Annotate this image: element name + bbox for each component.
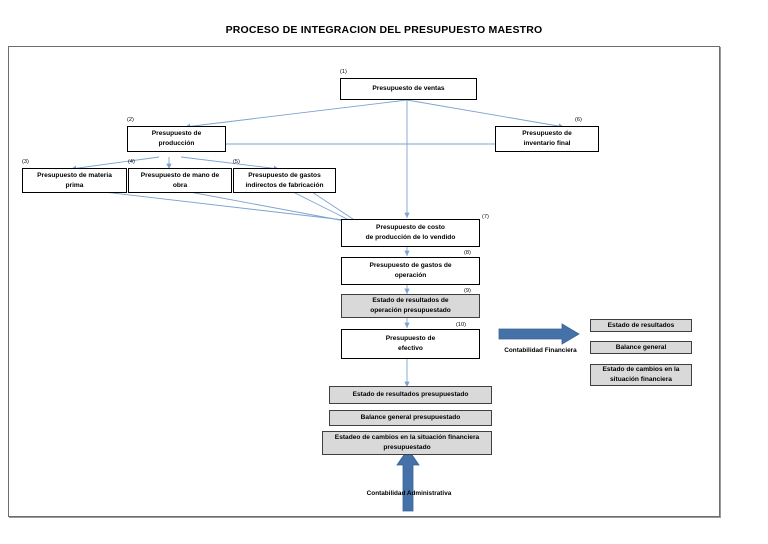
output-estado-cambios-situacion-financiera-presupuestado[interactable]: Estadeo de cambios en la situación finan… [322,431,492,455]
box-presupuesto-gastos-operacion[interactable]: Presupuesto de gastos de operación [341,257,480,285]
box-number-1: (1) [340,69,347,75]
output-estado-cambios-situacion-financiera[interactable]: Estado de cambios en la situación financ… [590,364,692,386]
output-estado-de-resultados[interactable]: Estado de resultados [590,319,692,332]
output-balance-general-presupuestado[interactable]: Balance general presupuestado [329,410,492,426]
box-presupuesto-de-mano-de-obra[interactable]: Presupuesto de mano de obra [128,168,232,193]
box-number-3: (3) [22,159,29,165]
box-number-10: (10) [456,322,466,328]
box-presupuesto-de-inventario-final[interactable]: Presupuesto de inventario final [495,126,599,152]
box-number-8: (8) [464,250,471,256]
box-presupuesto-de-materia-prima[interactable]: Presupuesto de materia prima [22,168,127,193]
output-balance-general[interactable]: Balance general [590,341,692,354]
label-contabilidad-administrativa: Contabilidad Administrativa [366,490,452,497]
page-title: PROCESO DE INTEGRACION DEL PRESUPUESTO M… [225,24,543,36]
box-number-2: (2) [127,117,134,123]
box-number-4: (4) [128,159,135,165]
box-number-5: (5) [233,159,240,165]
block-arrow-right [498,323,580,345]
block-arrows [396,323,580,512]
box-number-6: (6) [575,117,582,123]
box-number-7: (7) [482,214,489,220]
box-presupuesto-de-efectivo[interactable]: Presupuesto de efectivo [341,329,480,359]
diagram-frame: (1) Presupuesto de ventas (2) Presupuest… [8,46,720,517]
connector-lines [70,99,565,387]
box-presupuesto-de-gastos-indirectos[interactable]: Presupuesto de gastos indirectos de fabr… [233,168,336,193]
label-contabilidad-financiera: Contabilidad Financiera [504,347,577,354]
box-number-9: (9) [464,288,471,294]
box-presupuesto-de-ventas[interactable]: Presupuesto de ventas [340,78,477,100]
box-presupuesto-costo-produccion-vendido[interactable]: Presupuesto de costo de producción de lo… [341,219,480,247]
box-estado-resultados-operacion-presupuestado[interactable]: Estado de resultados de operación presup… [341,294,480,318]
block-arrow-up [396,448,420,512]
output-estado-resultados-presupuestado[interactable]: Estado de resultados presupuestado [329,386,492,404]
box-presupuesto-de-produccion[interactable]: Presupuesto de producción [127,126,226,152]
